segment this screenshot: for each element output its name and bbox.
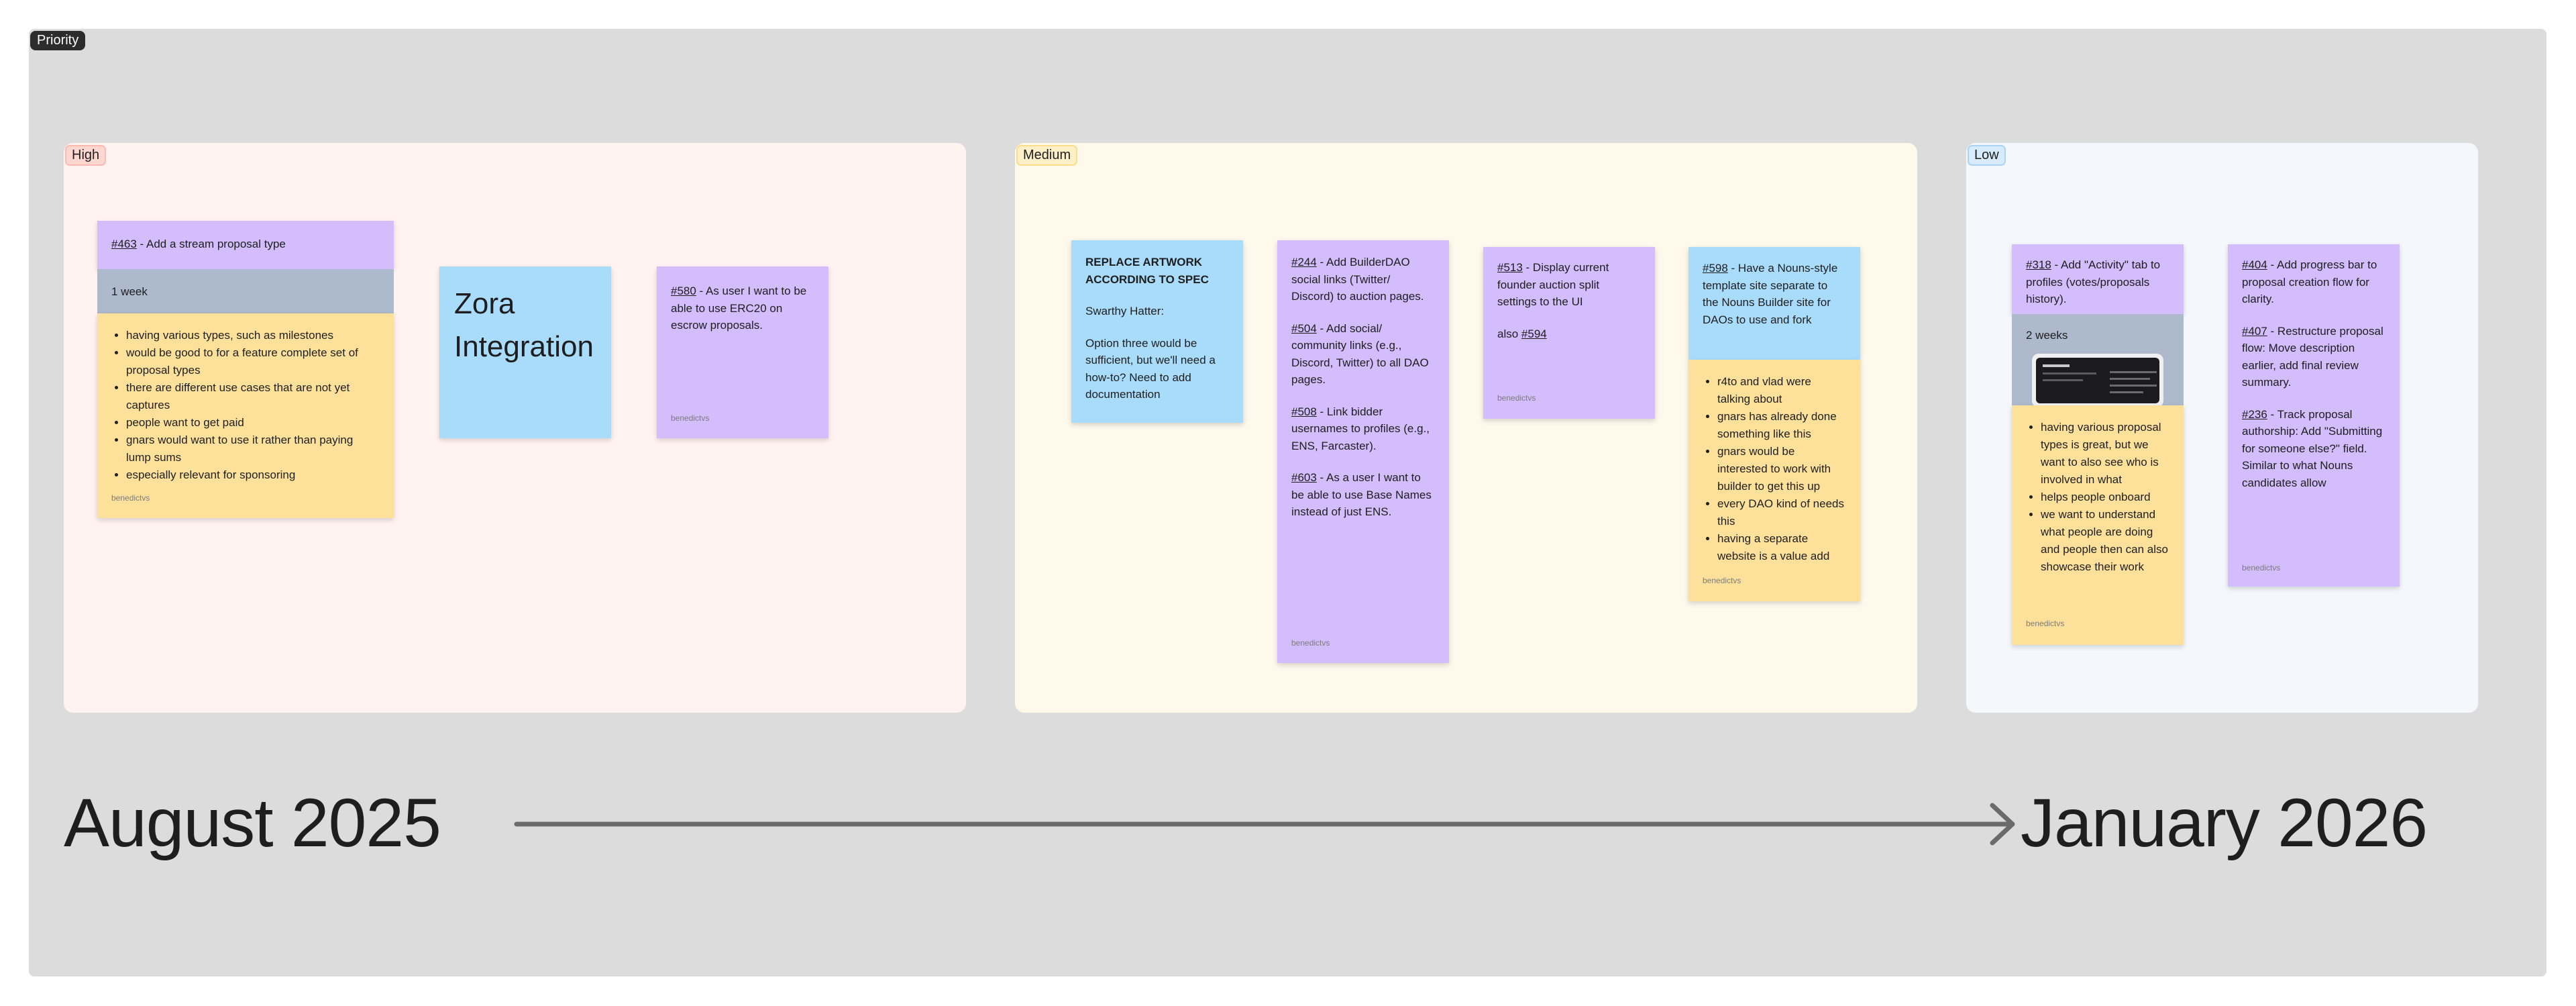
issue-item-603: #603 - As a user I want to be able to us… xyxy=(1291,471,1432,518)
note-bullet: would be good to for a feature complete … xyxy=(126,344,380,379)
duration-463[interactable]: 1 week xyxy=(97,269,394,313)
note-bullet: people want to get paid xyxy=(126,414,380,432)
replace-artwork-title: REPLACE ARTWORK ACCORDING TO SPEC xyxy=(1085,256,1209,286)
section-label-high[interactable]: High xyxy=(65,145,107,166)
note-bullet: having a separate website is a value add xyxy=(1717,530,1846,565)
sticky-318-text: #318 - Add "Activity" tab to profiles (v… xyxy=(2026,258,2161,305)
sticky-580-text: #580 - As user I want to be able to use … xyxy=(671,285,807,332)
sticky-513[interactable]: #513 - Display current founder auction s… xyxy=(1483,247,1655,419)
note-bullet: especially relevant for sponsoring xyxy=(126,466,380,484)
author-issue-group-medium: benedictvs xyxy=(1291,638,1330,648)
notes-318-list: having various proposal types is great, … xyxy=(2026,419,2169,576)
sticky-513-also: also #594 xyxy=(1497,327,1547,340)
timeline-arrow-icon xyxy=(514,803,2015,846)
note-bullet: gnars would want to use it rather than p… xyxy=(126,432,380,466)
notes-463[interactable]: having various types, such as milestones… xyxy=(97,313,394,518)
sticky-598[interactable]: #598 - Have a Nouns-style template site … xyxy=(1688,247,1860,360)
issue-item-407: #407 - Restructure proposal flow: Move d… xyxy=(2242,324,2383,389)
issue-link-508[interactable]: #508 xyxy=(1291,405,1317,418)
issue-link-504[interactable]: #504 xyxy=(1291,321,1317,335)
notes-598[interactable]: r4to and vlad were talking aboutgnars ha… xyxy=(1688,360,1860,601)
author-513: benedictvs xyxy=(1497,393,1536,403)
sticky-issue-group-medium[interactable]: #244 - Add BuilderDAO social links (Twit… xyxy=(1277,240,1449,663)
author-issue-group-low: benedictvs xyxy=(2242,563,2281,572)
issue-link-236[interactable]: #236 xyxy=(2242,407,2267,421)
issue-item-504: #504 - Add social/ community links (e.g.… xyxy=(1291,321,1429,387)
sticky-issue-group-low[interactable]: #404 - Add progress bar to proposal crea… xyxy=(2228,244,2400,587)
sticky-580[interactable]: #580 - As user I want to be able to use … xyxy=(657,266,828,438)
note-bullet: having various proposal types is great, … xyxy=(2041,419,2169,489)
timeline-start-label: August 2025 xyxy=(64,785,441,861)
sticky-598-text: #598 - Have a Nouns-style template site … xyxy=(1703,262,1838,326)
note-bullet: gnars would be interested to work with b… xyxy=(1717,443,1846,495)
issue-item-236: #236 - Track proposal authorship: Add "S… xyxy=(2242,407,2383,489)
issue-link-407[interactable]: #407 xyxy=(2242,324,2267,338)
issue-link-513[interactable]: #513 xyxy=(1497,261,1523,274)
note-bullet: we want to understand what people are do… xyxy=(2041,506,2169,576)
issue-item-244: #244 - Add BuilderDAO social links (Twit… xyxy=(1291,256,1424,303)
note-bullet: having various types, such as milestones xyxy=(126,327,380,344)
note-bullet: helps people onboard xyxy=(2041,489,2169,506)
section-label-medium[interactable]: Medium xyxy=(1016,145,1078,166)
sticky-463-text: #463 - Add a stream proposal type xyxy=(111,238,286,250)
note-bullet: gnars has already done something like th… xyxy=(1717,408,1846,443)
screenshot-thumbnail-screen xyxy=(2036,358,2159,403)
replace-artwork-body: Option three would be sufficient, but we… xyxy=(1085,336,1216,401)
sticky-replace-artwork[interactable]: REPLACE ARTWORK ACCORDING TO SPEC Swarth… xyxy=(1071,240,1243,423)
replace-artwork-who: Swarthy Hatter: xyxy=(1085,305,1165,317)
timeline-end-label: January 2026 xyxy=(2021,785,2428,861)
issue-link-318[interactable]: #318 xyxy=(2026,258,2051,271)
note-bullet: r4to and vlad were talking about xyxy=(1717,373,1846,408)
issue-link-598[interactable]: #598 xyxy=(1703,262,1728,274)
author-598: benedictvs xyxy=(1703,576,1741,585)
note-bullet: there are different use cases that are n… xyxy=(126,379,380,414)
author-463: benedictvs xyxy=(111,493,150,503)
board-label[interactable]: Priority xyxy=(30,31,86,50)
zora-integration-text: Zora Integration xyxy=(454,287,594,363)
note-bullet: every DAO kind of needs this xyxy=(1717,495,1846,530)
issue-link-244[interactable]: #244 xyxy=(1291,256,1317,268)
zora-integration-sticky[interactable]: Zora Integration xyxy=(439,266,611,438)
section-label-low[interactable]: Low xyxy=(1968,145,2006,166)
issue-link-580[interactable]: #580 xyxy=(671,285,696,297)
notes-598-list: r4to and vlad were talking aboutgnars ha… xyxy=(1703,373,1846,565)
issue-item-508: #508 - Link bidder usernames to profiles… xyxy=(1291,405,1430,452)
issue-item-404: #404 - Add progress bar to proposal crea… xyxy=(2242,258,2377,305)
issue-link-404[interactable]: #404 xyxy=(2242,258,2267,271)
author-318: benedictvs xyxy=(2026,619,2065,628)
issue-link-463[interactable]: #463 xyxy=(111,238,137,250)
author-580: benedictvs xyxy=(671,413,710,423)
notes-318[interactable]: having various proposal types is great, … xyxy=(2012,405,2184,645)
duration-463-text: 1 week xyxy=(111,285,148,298)
duration-318-text: 2 weeks xyxy=(2026,329,2068,342)
issue-link-603[interactable]: #603 xyxy=(1291,471,1317,484)
screenshot-thumbnail[interactable] xyxy=(2032,354,2163,407)
sticky-513-text: #513 - Display current founder auction s… xyxy=(1497,261,1609,308)
sticky-318[interactable]: #318 - Add "Activity" tab to profiles (v… xyxy=(2012,244,2184,314)
issue-link-594[interactable]: #594 xyxy=(1521,327,1547,340)
sticky-463[interactable]: #463 - Add a stream proposal type xyxy=(97,221,394,269)
notes-463-list: having various types, such as milestones… xyxy=(111,327,380,484)
